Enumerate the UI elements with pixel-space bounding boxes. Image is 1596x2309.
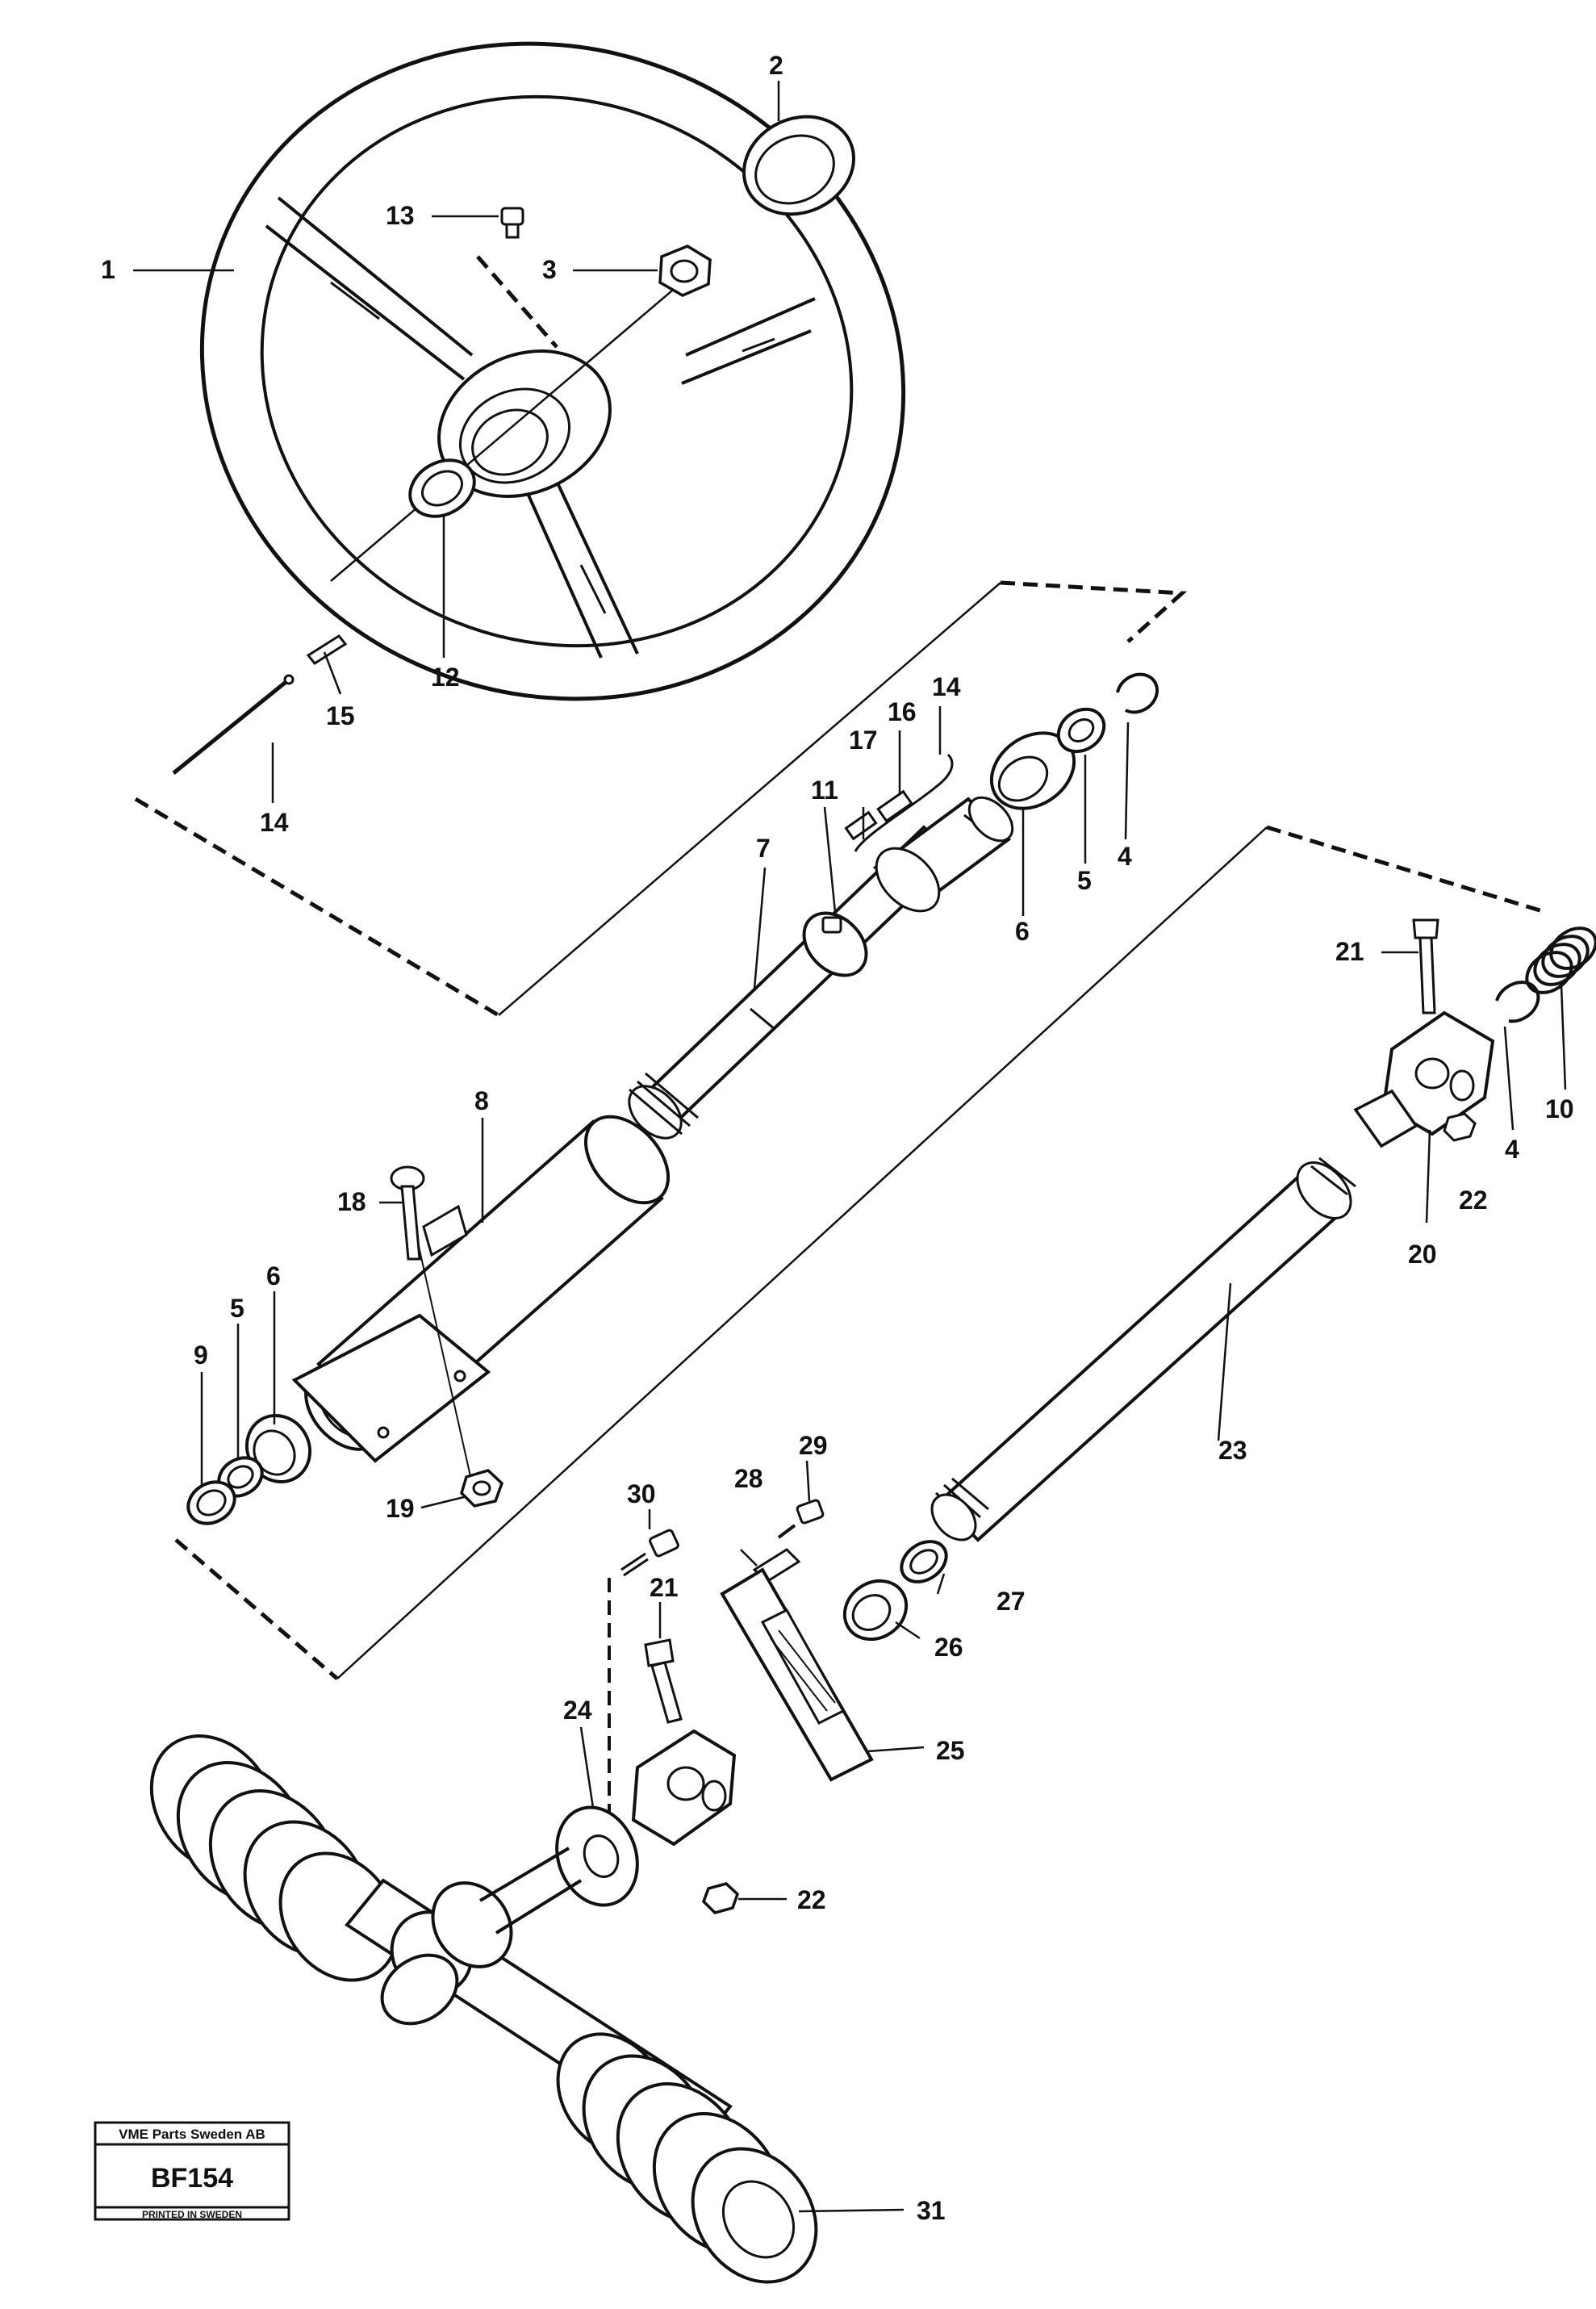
universal-joint-lower (631, 1729, 737, 1847)
label-6-upper: 6 (1015, 917, 1030, 946)
bushing-12 (408, 458, 476, 518)
clip-15 (306, 634, 348, 665)
label-24: 24 (563, 1696, 592, 1725)
label-23: 23 (1218, 1436, 1247, 1465)
steering-gear (149, 1734, 818, 2284)
part-labels: 1 2 3 13 12 14 15 14 16 17 11 7 6 5 4 8 … (101, 51, 1574, 2225)
cover-plate-25 (720, 1567, 874, 1782)
label-19: 19 (386, 1494, 415, 1523)
label-8: 8 (474, 1086, 489, 1115)
label-26: 26 (934, 1633, 963, 1662)
drawing-code: BF154 (151, 2163, 233, 2194)
leader-lines (133, 81, 1567, 2213)
label-21-lower: 21 (650, 1573, 679, 1602)
label-1: 1 (101, 255, 115, 284)
company-name: VME Parts Sweden AB (119, 2127, 265, 2142)
circlip-4-right (1495, 981, 1540, 1023)
label-17: 17 (849, 726, 878, 755)
label-14-right: 14 (932, 672, 961, 701)
washer-upper (1056, 707, 1106, 754)
label-25: 25 (936, 1736, 965, 1765)
label-20: 20 (1408, 1240, 1437, 1269)
bolt-21-upper (1412, 918, 1439, 1014)
label-13: 13 (386, 201, 415, 230)
label-28: 28 (734, 1464, 763, 1493)
screw-30 (620, 1529, 679, 1577)
label-12: 12 (431, 663, 460, 692)
nut-22-upper (1443, 1112, 1477, 1142)
label-5-upper: 5 (1077, 866, 1092, 895)
label-6-lower: 6 (266, 1261, 281, 1290)
bolt-18 (390, 1165, 473, 1484)
label-29: 29 (799, 1431, 828, 1460)
label-16: 16 (888, 697, 917, 726)
connector-17 (844, 810, 878, 841)
steering-wheel (199, 41, 906, 701)
label-10: 10 (1545, 1094, 1574, 1123)
printed-note: PRINTED IN SWEDEN (142, 2209, 242, 2220)
label-5-lower: 5 (230, 1294, 244, 1323)
label-3: 3 (542, 255, 557, 284)
inner-shaft (628, 796, 1014, 1140)
label-31: 31 (917, 2196, 946, 2225)
title-box: VME Parts Sweden AB BF154 PRINTED IN SWE… (94, 2121, 290, 2221)
connector-16 (876, 789, 913, 823)
intermediate-shaft (930, 1157, 1356, 1542)
ring-27 (900, 1540, 948, 1583)
nut-22-lower (701, 1882, 740, 1914)
label-2: 2 (769, 51, 783, 80)
screw-13 (500, 207, 524, 239)
label-22-upper: 22 (1459, 1186, 1488, 1215)
nut-19 (460, 1469, 504, 1508)
label-22-lower: 22 (797, 1885, 826, 1914)
label-9: 9 (194, 1341, 208, 1370)
label-11: 11 (811, 776, 838, 805)
bolt-21-lower (644, 1638, 683, 1724)
seal-9 (186, 1480, 236, 1525)
bearing-26 (842, 1579, 909, 1642)
outer-tube (291, 1115, 671, 1463)
universal-joint-upper (1353, 1010, 1495, 1148)
contact-rod (172, 674, 295, 775)
label-7: 7 (756, 834, 771, 863)
label-30: 30 (627, 1479, 656, 1508)
label-4-upper: 4 (1118, 842, 1132, 871)
label-15: 15 (326, 701, 355, 730)
label-14-left: 14 (260, 808, 289, 837)
spring-10 (1525, 927, 1596, 994)
label-21-upper: 21 (1335, 937, 1364, 966)
label-18: 18 (337, 1187, 366, 1216)
flange-24 (555, 1805, 639, 1907)
steering-nut (658, 245, 712, 297)
circlip-upper (1116, 672, 1159, 714)
screw-29 (777, 1499, 825, 1539)
label-27: 27 (996, 1587, 1026, 1616)
horn-cap (742, 115, 856, 216)
label-4-right: 4 (1505, 1135, 1519, 1164)
